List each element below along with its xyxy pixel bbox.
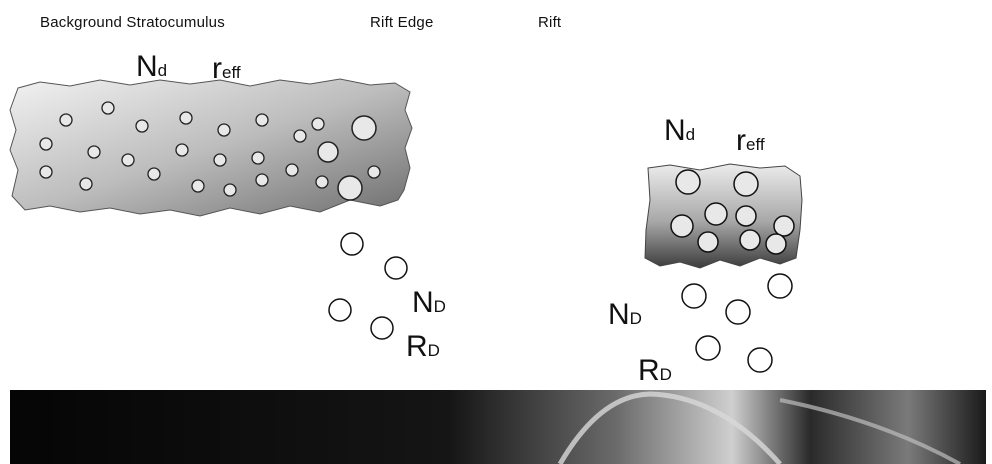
label-nd-left: Nd [136,50,167,84]
drizzle-drops-right [682,274,792,372]
label-reff-right: reff [736,124,765,158]
label-ND-left: ND [412,286,446,320]
label-nd-right: Nd [664,114,695,148]
label-RD-right: RD [638,354,672,388]
surface-band [10,390,986,464]
label-ND-right: ND [608,298,642,332]
label-RD-left: RD [406,330,440,364]
drizzle-drops-left [329,233,407,339]
label-reff-left: reff [212,52,241,86]
